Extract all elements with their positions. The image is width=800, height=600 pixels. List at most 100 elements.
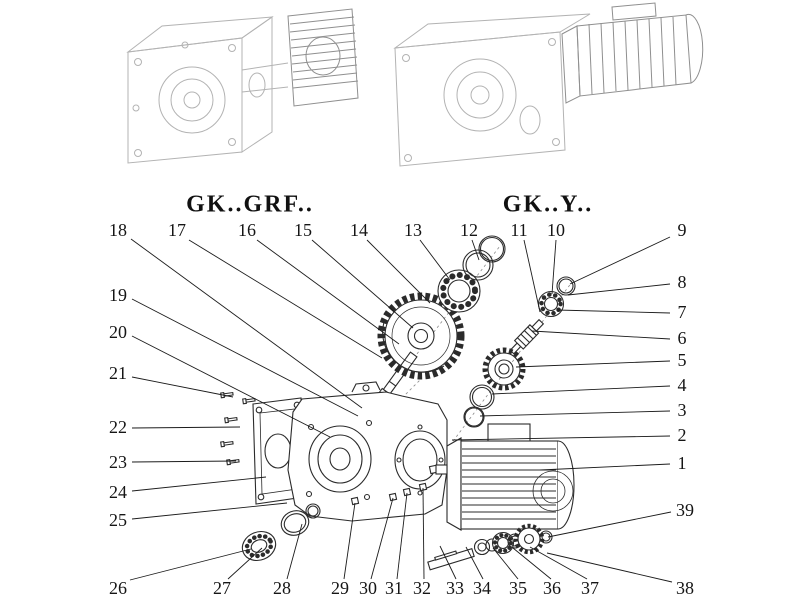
leader-line-11	[523, 239, 541, 313]
part-number-27: 27	[213, 578, 231, 598]
leader-line-28	[286, 523, 303, 580]
leader-line-21	[131, 376, 234, 398]
part-number-18: 18	[109, 220, 127, 240]
part-number-6: 6	[677, 328, 687, 348]
retaining-ring	[478, 235, 506, 263]
shim-ring	[463, 406, 485, 428]
part-number-21: 21	[109, 363, 127, 383]
part-number-15: 15	[294, 220, 312, 240]
leader-line-6	[531, 330, 671, 340]
part-number-7: 7	[677, 302, 687, 322]
leader-line-37	[529, 546, 588, 580]
leader-line-12	[471, 239, 480, 261]
part-number-36: 36	[543, 578, 561, 598]
part-number-32: 32	[413, 578, 431, 598]
leader-line-20	[131, 335, 331, 438]
leader-line-36	[512, 547, 552, 580]
motor-ghost	[561, 2, 704, 104]
leader-line-38	[546, 552, 673, 583]
bearing-cover-parts	[241, 503, 321, 562]
leader-line-32	[422, 487, 425, 580]
part-number-22: 22	[109, 417, 127, 437]
leader-line-23	[131, 460, 237, 463]
part-number-4: 4	[677, 375, 687, 395]
leader-line-1	[539, 463, 671, 471]
part-number-10: 10	[547, 220, 565, 240]
part-number-13: 13	[404, 220, 422, 240]
output-shaft-assembly	[427, 523, 553, 571]
part-number-14: 14	[350, 220, 368, 240]
part-number-26: 26	[109, 578, 127, 598]
leader-line-29	[343, 502, 356, 580]
leader-line-25	[131, 502, 288, 520]
leader-line-5	[515, 360, 671, 368]
leader-line-9	[569, 236, 671, 285]
leader-line-39	[547, 511, 672, 538]
leader-line-8	[567, 283, 671, 296]
leader-line-18	[130, 238, 363, 409]
part-number-34: 34	[473, 578, 491, 598]
part-number-20: 20	[109, 322, 127, 342]
leader-line-26	[129, 548, 252, 581]
leader-line-2	[451, 435, 671, 441]
leader-line-19	[131, 298, 359, 417]
leader-line-14	[366, 239, 431, 304]
variant-title-grf: GK..GRF..	[186, 191, 314, 218]
leader-line-30	[370, 497, 394, 580]
leader-line-31	[396, 492, 408, 580]
leader-line-16	[256, 239, 400, 345]
electric-motor	[435, 423, 575, 531]
leader-line-13	[419, 239, 451, 281]
part-number-17: 17	[168, 220, 186, 240]
variant-title-y: GK..Y..	[502, 191, 594, 218]
part-number-9: 9	[677, 220, 687, 240]
leader-line-27	[227, 547, 263, 580]
leader-line-4	[491, 385, 671, 395]
part-number-25: 25	[109, 510, 127, 530]
leader-line-35	[492, 547, 519, 580]
spacer-ring	[469, 384, 495, 410]
part-number-19: 19	[109, 285, 127, 305]
leader-lines	[129, 236, 673, 583]
part-number-31: 31	[385, 578, 403, 598]
part-number-38: 38	[676, 578, 694, 598]
part-number-16: 16	[238, 220, 256, 240]
part-number-23: 23	[109, 452, 127, 472]
part-number-33: 33	[446, 578, 464, 598]
part-number-12: 12	[460, 220, 478, 240]
upper-bearing	[437, 269, 481, 313]
leader-line-22	[131, 426, 241, 429]
exploded-view-drawing	[220, 235, 576, 571]
part-number-39: 39	[676, 500, 694, 520]
leader-line-24	[131, 476, 267, 492]
part-number-29: 29	[331, 578, 349, 598]
gearbox-grf-drawing	[126, 8, 359, 164]
part-number-3: 3	[677, 400, 687, 420]
part-number-24: 24	[109, 482, 127, 502]
input-flange-ghost	[287, 8, 359, 107]
flange-bolts	[220, 391, 256, 466]
part-number-28: 28	[273, 578, 291, 598]
part-number-30: 30	[359, 578, 377, 598]
part-number-37: 37	[581, 578, 599, 598]
small-fasteners	[350, 464, 439, 506]
leader-line-10	[551, 239, 557, 295]
part-number-1: 1	[677, 453, 687, 473]
shaft-seal-ring	[462, 249, 494, 281]
bevel-gear	[482, 347, 526, 391]
leader-line-17	[188, 239, 383, 359]
gearbox-y-drawing	[393, 2, 704, 167]
leader-line-3	[479, 410, 671, 417]
input-ring	[556, 276, 576, 296]
part-number-35: 35	[509, 578, 527, 598]
leader-line-7	[556, 309, 671, 314]
part-number-5: 5	[677, 350, 687, 370]
leader-line-15	[311, 239, 414, 329]
part-number-8: 8	[677, 272, 687, 292]
leader-line-34	[465, 546, 484, 580]
main-gear	[377, 292, 465, 380]
part-number-11: 11	[510, 220, 528, 240]
assembly-dashed-line	[401, 379, 421, 399]
